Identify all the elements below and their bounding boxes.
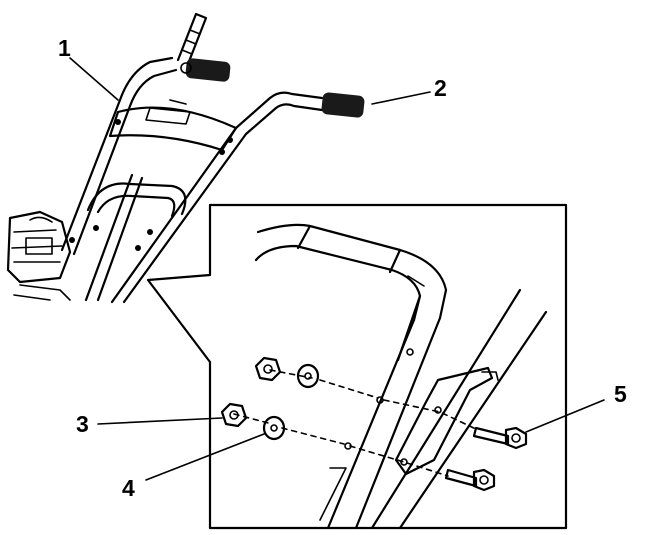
bolt-upper	[472, 426, 528, 450]
locknut-lower	[220, 402, 248, 428]
detail-left-tube	[319, 294, 442, 530]
callout-3: 3	[76, 411, 89, 437]
detail-right-tube	[370, 288, 548, 530]
callout-5: 5	[614, 381, 627, 407]
leader-line-1	[69, 57, 119, 101]
overview-fasteners	[69, 119, 233, 251]
left-handle-tube	[60, 56, 178, 302]
bolt-lower	[444, 468, 496, 492]
right-handle-tube	[110, 91, 324, 304]
detail-bracket	[394, 366, 499, 476]
callout-2: 2	[434, 75, 447, 101]
washer-lower	[262, 415, 286, 441]
leader-line-5	[525, 399, 605, 433]
detail-inset-frame	[146, 203, 568, 530]
washer-upper	[296, 363, 320, 389]
tiller-engine	[6, 210, 72, 301]
leader-line-3	[97, 417, 223, 425]
locknut-upper	[254, 356, 282, 382]
callout-1: 1	[58, 35, 71, 61]
detail-view	[220, 223, 548, 530]
tiller-overview	[6, 12, 365, 304]
lower-loop-bar	[86, 182, 187, 218]
right-grip	[321, 92, 365, 118]
leader-lines	[69, 57, 605, 481]
upper-left-grip	[180, 58, 231, 82]
leader-line-2	[371, 91, 431, 105]
detail-handle-loop	[254, 223, 448, 322]
leader-line-4	[145, 433, 265, 481]
callout-4: 4	[122, 475, 135, 501]
adjuster-rod	[176, 12, 208, 66]
